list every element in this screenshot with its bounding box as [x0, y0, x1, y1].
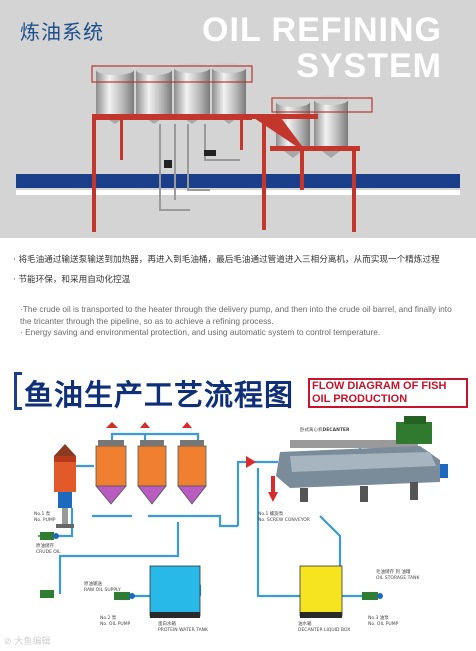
oil-storage-label: 毛油储存 到 油罐 OIL STORAGE TANK	[376, 570, 419, 582]
protein-tank-label-en: PROTEIN WATER TANK	[158, 628, 208, 633]
banner-white-stripe	[16, 190, 460, 195]
left-oil-label: 原油储存 CRUDE OIL	[36, 544, 61, 556]
banner-title-en-line2: SYSTEM	[296, 47, 442, 85]
cn-bullet-2: · 节能环保，和采用自动化控温	[13, 275, 131, 285]
decanter-label-en: DECANTER	[322, 428, 350, 433]
flow-diagram-svg	[38, 416, 448, 618]
cn-bullet-1: · 将毛油通过输送泵输送到加热器，再进入到毛油桶，最后毛油通过管道进入三相分离机…	[13, 255, 440, 265]
en-bullet-1: ·The crude oil is transported to the hea…	[20, 304, 452, 326]
flow-diagram-header: 鱼油生产工艺流程图 FLOW DIAGRAM OF FISH OIL PRODU…	[10, 368, 470, 416]
flow-title-en-box	[308, 378, 468, 408]
pump-left-label-cn: No.1 泵	[34, 512, 51, 517]
pump-left-label-en: No. PUMP	[34, 518, 56, 523]
watermark: ⊘ 大鱼编辑	[4, 637, 51, 647]
banner: 炼油系统 OIL REFINING SYSTEM	[0, 0, 476, 238]
heater-tower	[54, 444, 76, 528]
protein-tank-label: 蛋白水箱 PROTEIN WATER TANK	[158, 622, 208, 634]
title-bracket	[14, 372, 22, 410]
red-frame	[92, 114, 360, 232]
pump-right-label: No.3 油泵 No. OIL PUMP	[368, 616, 398, 628]
banner-title-en: OIL REFINING SYSTEM	[182, 12, 442, 84]
banner-title-cn: 炼油系统	[20, 20, 104, 44]
refining-machine-illustration	[91, 63, 373, 232]
flow-title-en-line1: FLOW DIAGRAM OF FISH	[312, 380, 447, 392]
pump-left-label: No.1 泵 No. PUMP	[34, 512, 56, 524]
decanter-machine	[276, 416, 448, 502]
english-bullet-list: ·The crude oil is transported to the hea…	[20, 304, 460, 339]
oil-storage-label-cn: 毛油储存 到 油罐	[376, 570, 411, 575]
left-oil-label-en: CRUDE OIL	[36, 550, 61, 555]
pump-mid-label-cn: No.2 泵	[100, 616, 117, 621]
pump-right-label-en: No. OIL PUMP	[368, 622, 399, 627]
en-bullet-2: · Energy saving and environmental protec…	[20, 327, 381, 337]
protein-tank-label-cn: 蛋白水箱	[158, 622, 176, 627]
liquid-box-label: 油水箱 DECANTER LIQUID BOX	[298, 622, 350, 634]
screw-label-en: No. SCREW CONVEYOR	[258, 518, 310, 523]
process-flow-diagram: 卧式离心机DECANTER No.1 螺旋泵 No. SCREW CONVEYO…	[0, 416, 476, 651]
pump-mid-label-en: No. OIL PUMP	[100, 622, 131, 627]
screw-conveyor-label: No.1 螺旋泵 No. SCREW CONVEYOR	[258, 512, 310, 524]
crude-oil-tanks	[95, 440, 207, 505]
storage-tanks	[149, 565, 343, 618]
flow-title-en: FLOW DIAGRAM OF FISH OIL PRODUCTION	[312, 380, 472, 406]
flow-title-en-line2: OIL PRODUCTION	[312, 393, 408, 405]
banner-blue-stripe	[16, 174, 460, 188]
decanter-label-cn: 卧式离心机	[300, 428, 323, 433]
raw-oil-supply-label: 原油输送 RAW OIL SUPPLY	[84, 582, 121, 594]
raw-oil-label-cn: 原油输送	[84, 582, 102, 587]
oil-storage-label-en: OIL STORAGE TANK	[376, 576, 420, 581]
chinese-bullet-list: · 将毛油通过输送泵输送到加热器，再进入到毛油桶，最后毛油通过管道进入三相分离机…	[13, 250, 473, 290]
banner-title-en-line1: OIL REFINING	[202, 11, 442, 49]
liquid-box-label-cn: 油水箱	[298, 622, 312, 627]
pump-mid-label: No.2 泵 No. OIL PUMP	[100, 616, 130, 628]
raw-oil-label-en: RAW OIL SUPPLY	[84, 588, 121, 593]
flow-title-cn: 鱼油生产工艺流程图	[24, 378, 295, 412]
liquid-box-label-en: DECANTER LIQUID BOX	[298, 628, 351, 633]
pumps	[40, 532, 378, 600]
pump-right-label-cn: No.3 油泵	[368, 616, 389, 621]
steel-tanks	[96, 63, 348, 158]
decanter-label: 卧式离心机DECANTER	[300, 428, 349, 434]
screw-label-cn: No.1 螺旋泵	[258, 512, 284, 517]
left-oil-label-cn: 原油储存	[36, 544, 54, 549]
